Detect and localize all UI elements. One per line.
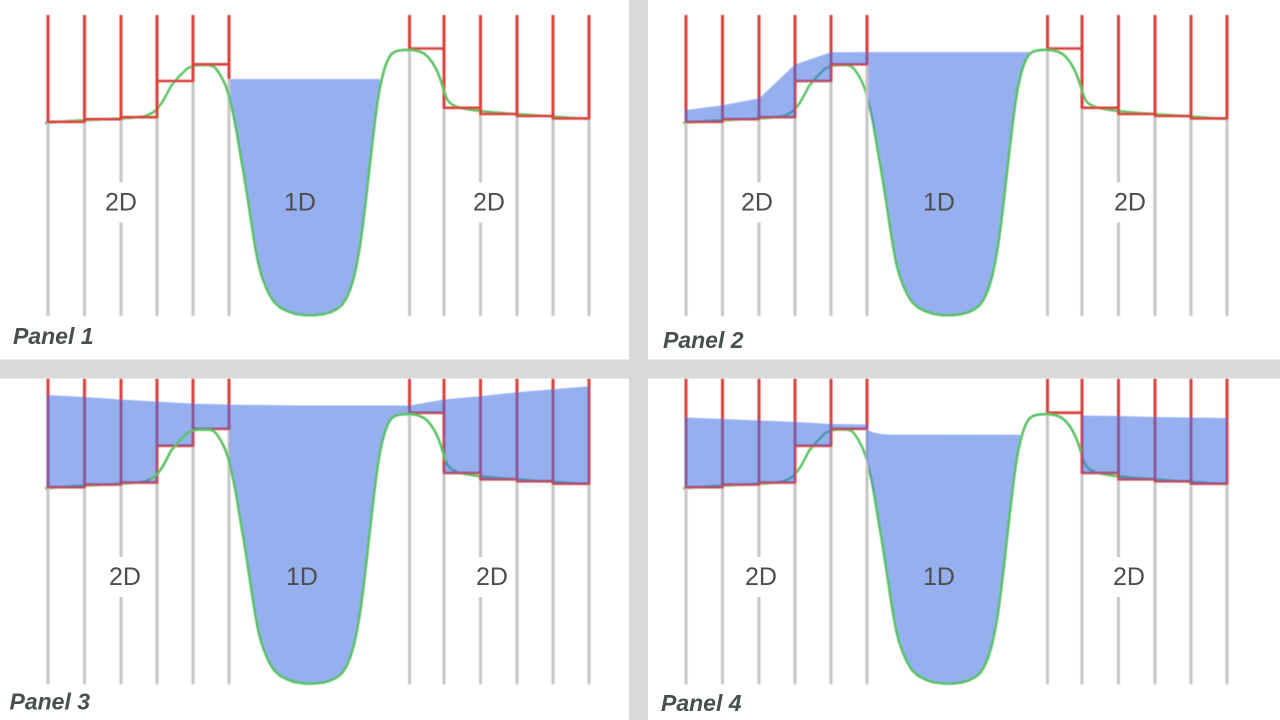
svg-text:2D: 2D <box>105 189 137 217</box>
svg-text:1D: 1D <box>923 563 955 591</box>
svg-text:1D: 1D <box>286 563 318 591</box>
svg-text:2D: 2D <box>1113 563 1145 591</box>
svg-text:Panel 2: Panel 2 <box>663 327 744 353</box>
svg-text:2D: 2D <box>476 563 508 591</box>
svg-text:2D: 2D <box>1114 189 1146 217</box>
svg-text:Panel 1: Panel 1 <box>13 323 94 349</box>
svg-text:2D: 2D <box>473 189 505 217</box>
svg-text:1D: 1D <box>923 189 955 217</box>
svg-text:2D: 2D <box>745 563 777 591</box>
svg-text:1D: 1D <box>284 189 316 217</box>
svg-text:2D: 2D <box>109 563 141 591</box>
svg-text:Panel 3: Panel 3 <box>10 689 91 715</box>
svg-text:Panel 4: Panel 4 <box>661 690 742 716</box>
svg-text:2D: 2D <box>741 189 773 217</box>
